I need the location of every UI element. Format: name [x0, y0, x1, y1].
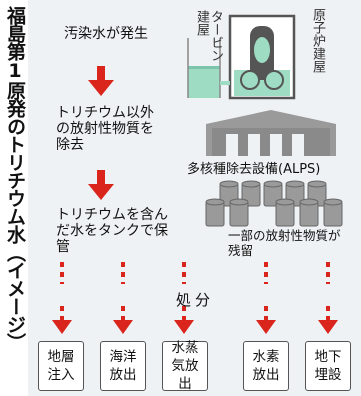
method-box: 水素放出: [243, 341, 289, 391]
step-contaminated-water: 汚染水が発生: [64, 26, 148, 42]
reactor-building-illustration: [187, 14, 296, 100]
turbine-building-label: タービン建屋: [194, 10, 223, 62]
arrow-down-icon: [88, 66, 114, 96]
method-box: 地層注入: [38, 341, 84, 391]
step-remove-radioactive: トリチウム以外の放射性物質を除去: [56, 105, 154, 153]
disposal-label: 処分: [176, 291, 215, 309]
alps-label: 多核種除去設備(ALPS): [187, 162, 321, 177]
diagram-title: 福島第1原発のトリチウム水（イメージ）: [4, 6, 26, 351]
alps-building-illustration: [206, 110, 336, 156]
step-tank-storage: トリチウムを含んだ水をタンクで保管: [56, 207, 168, 255]
method-box: 水蒸気放出: [162, 340, 208, 392]
residue-label: 一部の放射性物質が残留: [228, 228, 341, 258]
method-box: 地下埋設: [305, 341, 351, 391]
reactor-building-label: 原子炉建屋: [310, 8, 325, 73]
storage-tanks-illustration: [205, 180, 343, 227]
arrow-down-icon: [88, 170, 114, 200]
method-box: 海洋放出: [100, 341, 146, 391]
dashed-connectors: [52, 262, 338, 334]
